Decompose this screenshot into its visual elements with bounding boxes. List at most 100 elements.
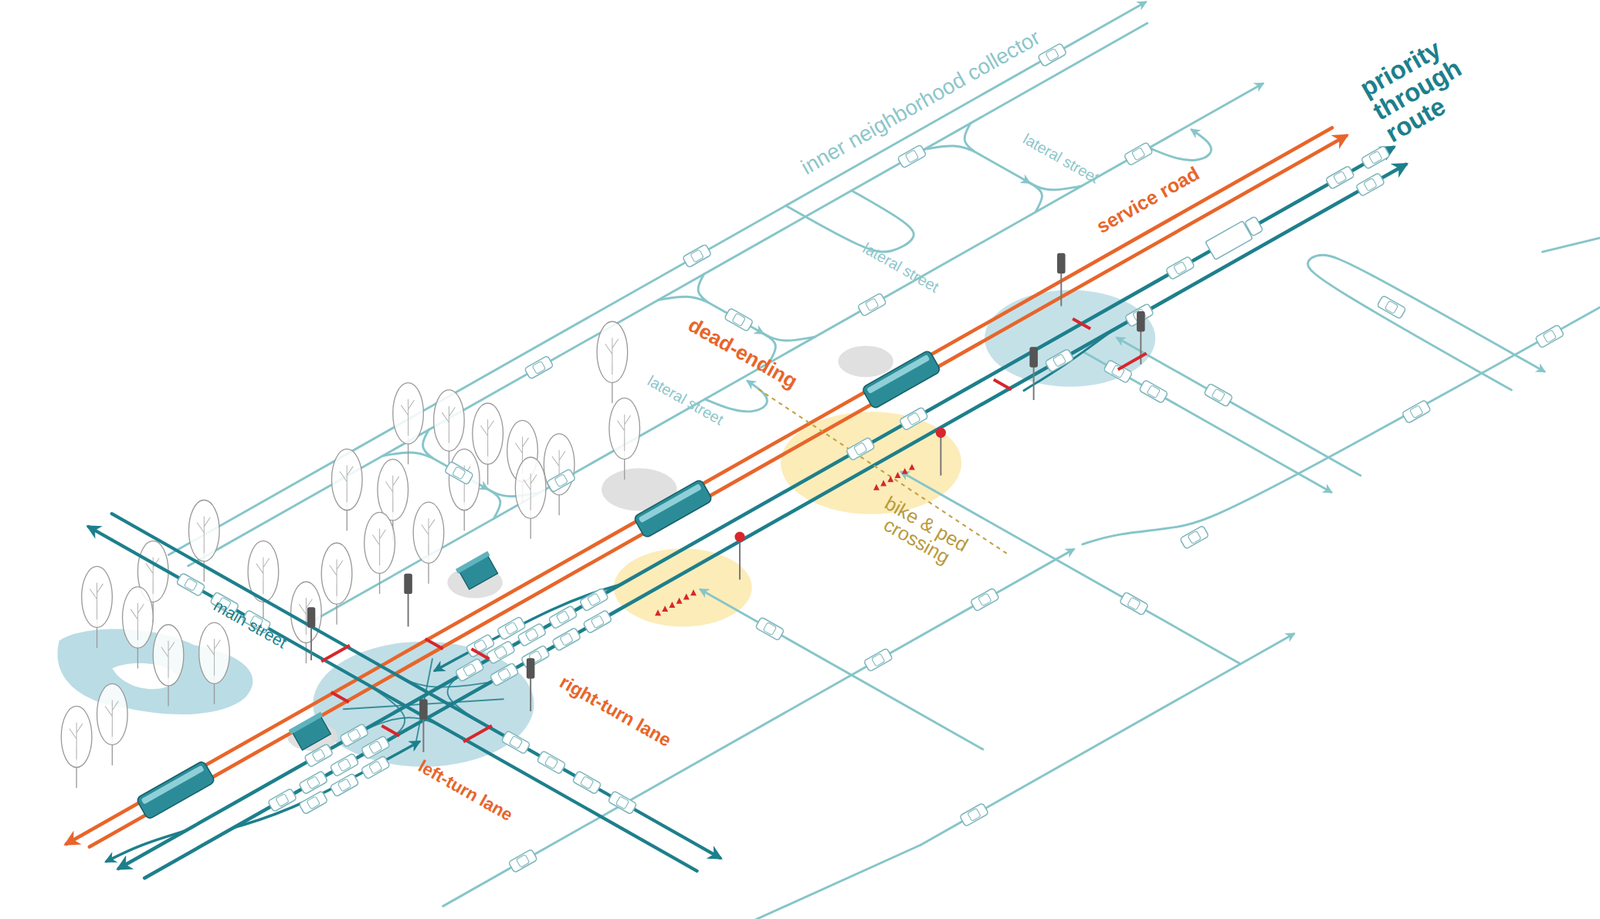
car-roof bbox=[871, 653, 885, 667]
tree-icon bbox=[331, 448, 363, 531]
car-roof bbox=[1132, 147, 1146, 161]
car-icon bbox=[682, 244, 712, 268]
service-road-line bbox=[66, 127, 1333, 844]
car-roof bbox=[854, 442, 868, 456]
car-body bbox=[898, 406, 929, 431]
tree-branch bbox=[130, 603, 144, 641]
area-layer bbox=[57, 289, 1156, 767]
intersection-zone bbox=[312, 641, 534, 767]
signal-head bbox=[419, 698, 428, 719]
car-body bbox=[520, 644, 550, 669]
car-icon bbox=[1401, 400, 1431, 424]
car-roof bbox=[306, 776, 320, 790]
through-route-line bbox=[118, 147, 1394, 869]
car-icon bbox=[360, 755, 390, 780]
car-roof bbox=[590, 615, 604, 629]
car-roof bbox=[554, 474, 568, 488]
tree-crown bbox=[364, 511, 396, 573]
car-roof bbox=[579, 776, 594, 790]
car-roof bbox=[1146, 385, 1160, 399]
car-roof bbox=[1211, 388, 1225, 402]
tree-icon bbox=[247, 540, 279, 623]
car-body bbox=[1165, 256, 1195, 281]
car-body bbox=[583, 610, 613, 634]
car-icon bbox=[897, 144, 927, 169]
car-icon bbox=[724, 308, 754, 333]
street-line bbox=[188, 23, 1148, 567]
crossing-zone bbox=[613, 548, 753, 627]
car-body bbox=[298, 790, 329, 815]
car-icon bbox=[520, 644, 550, 669]
car-icon bbox=[489, 662, 519, 687]
stop-pad bbox=[837, 345, 894, 377]
car-icon bbox=[583, 610, 613, 634]
yield-tooth bbox=[894, 471, 902, 478]
car-roof bbox=[525, 628, 539, 642]
stop-bar bbox=[1072, 318, 1091, 329]
traffic-signal bbox=[307, 606, 316, 661]
tree-crown bbox=[188, 500, 220, 562]
stop-sign bbox=[935, 427, 946, 476]
car-icon bbox=[579, 587, 609, 612]
shelter-roof bbox=[288, 711, 324, 735]
bus-body bbox=[861, 349, 942, 410]
tree-branch bbox=[339, 465, 353, 503]
car-roof bbox=[1052, 353, 1066, 367]
tree-icon bbox=[413, 501, 445, 584]
traffic-signal bbox=[403, 573, 413, 628]
car-icon bbox=[546, 468, 577, 493]
car-body bbox=[552, 627, 582, 651]
car-icon bbox=[298, 770, 329, 795]
car-body bbox=[863, 647, 893, 672]
car-roof bbox=[306, 796, 320, 810]
main-road-layer bbox=[66, 127, 1406, 878]
car-icon bbox=[572, 770, 602, 795]
tree-branch bbox=[161, 640, 175, 678]
car-icon bbox=[1044, 348, 1075, 373]
car-icon bbox=[1179, 525, 1210, 550]
tree-branch bbox=[69, 722, 83, 760]
car-body bbox=[1123, 142, 1153, 167]
car-roof bbox=[369, 740, 383, 754]
car-body bbox=[572, 770, 602, 795]
tree-icon bbox=[448, 448, 480, 531]
car-body bbox=[1355, 172, 1386, 197]
tree-branch bbox=[256, 557, 270, 595]
shelter-roof bbox=[455, 550, 491, 573]
car-roof bbox=[452, 466, 466, 480]
stop-sign bbox=[734, 531, 745, 580]
car-roof bbox=[1127, 596, 1141, 611]
car-icon bbox=[755, 616, 785, 641]
car-icon bbox=[501, 730, 531, 755]
tree-crown bbox=[61, 705, 92, 767]
car-roof bbox=[544, 755, 558, 770]
tree-branch bbox=[196, 516, 211, 554]
signal-pole bbox=[1033, 365, 1035, 400]
car-roof bbox=[1173, 261, 1187, 275]
street-label: right-turn lane bbox=[556, 672, 675, 751]
signal-head bbox=[526, 657, 536, 678]
stop-bar bbox=[471, 648, 489, 659]
tree-crown bbox=[377, 459, 409, 521]
car-roof bbox=[1333, 170, 1347, 184]
car-icon bbox=[329, 772, 360, 797]
tree-branch bbox=[400, 399, 414, 437]
bus-windows bbox=[866, 354, 930, 394]
turn-lane-line bbox=[106, 830, 186, 862]
bus-icon bbox=[135, 760, 216, 821]
car-body bbox=[969, 587, 1000, 612]
car-icon bbox=[552, 627, 582, 651]
tree-branch bbox=[616, 414, 631, 452]
car-icon bbox=[898, 406, 929, 431]
car-icon bbox=[1138, 379, 1169, 404]
turn-lane-line bbox=[1023, 330, 1113, 391]
tree-branch bbox=[605, 337, 619, 375]
stop-bar bbox=[331, 691, 350, 702]
tree-crown bbox=[472, 403, 504, 465]
car-icon bbox=[1325, 165, 1355, 190]
turn-path bbox=[447, 670, 490, 728]
stop-bar bbox=[425, 638, 444, 649]
street-line bbox=[786, 190, 915, 252]
car-roof bbox=[587, 593, 601, 607]
